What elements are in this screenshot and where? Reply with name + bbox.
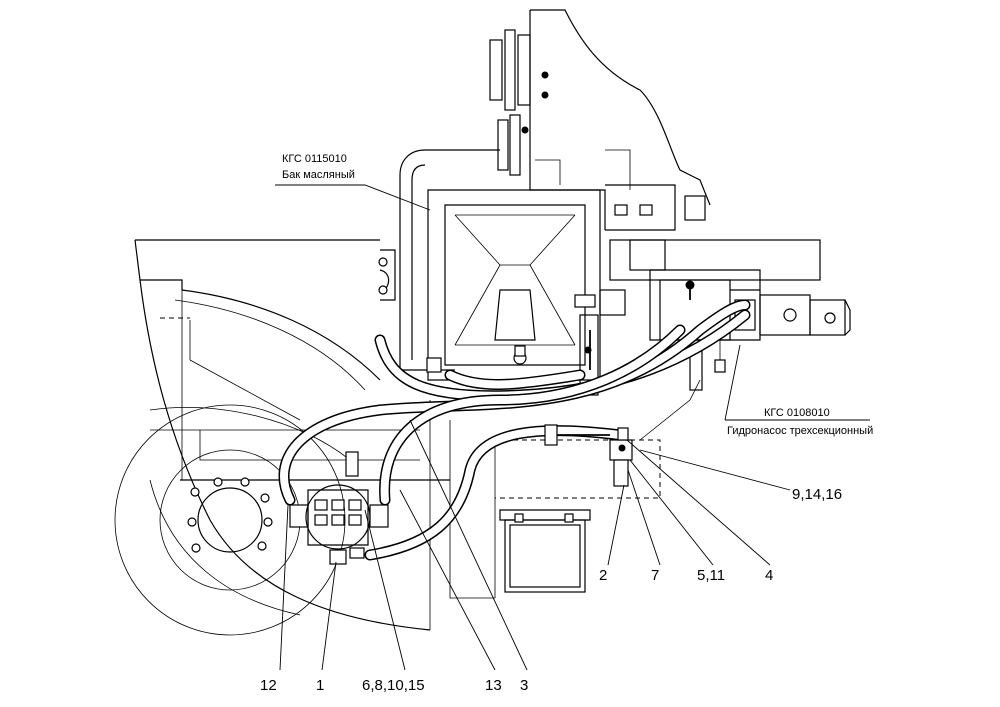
callout-12: 12 xyxy=(260,677,277,694)
valve-fittings xyxy=(544,424,633,487)
tank-code-label: КГС 0115010 xyxy=(282,153,347,165)
pump-code-label: КГС 0108010 xyxy=(764,407,830,419)
component-labels: КГС 0115010 Бак масляный КГС 0108010 Гид… xyxy=(282,153,873,437)
callout-3: 3 xyxy=(520,677,528,694)
wheel-hub xyxy=(114,404,346,636)
callout-5-11: 5,11 xyxy=(697,567,725,584)
filter-assembly xyxy=(289,451,389,565)
oil-tank xyxy=(378,149,601,381)
tank-name-label: Бак масляный xyxy=(282,169,355,181)
callout-6-8-10-15: 6,8,10,15 xyxy=(362,677,425,694)
callout-numbers: 12 1 6,8,10,15 13 3 2 7 5,11 4 9,14,16 xyxy=(260,486,842,694)
pump-name-label: Гидронасос трехсекционный xyxy=(727,425,873,437)
battery xyxy=(499,509,591,593)
callout-4: 4 xyxy=(765,567,773,584)
hose-lines xyxy=(278,299,751,561)
callout-9-14-16: 9,14,16 xyxy=(792,486,842,503)
callout-2: 2 xyxy=(599,567,607,584)
callout-13: 13 xyxy=(485,677,502,694)
callout-1: 1 xyxy=(316,677,324,694)
leader-lines xyxy=(275,184,870,671)
engine-block xyxy=(489,9,711,231)
callout-7: 7 xyxy=(651,567,659,584)
